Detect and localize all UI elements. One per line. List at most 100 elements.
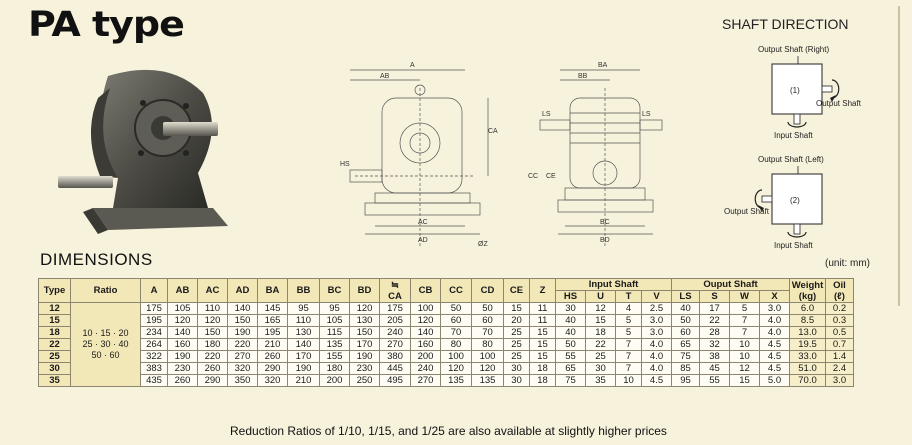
table-cell: 165 <box>257 314 288 327</box>
table-cell: 17 <box>699 302 730 315</box>
table-cell: 3.0 <box>825 374 854 387</box>
table-cell: 322 <box>140 350 168 363</box>
table-cell: 140 <box>227 302 258 315</box>
dim-ab: AB <box>380 73 390 80</box>
table-cell: 38 <box>699 350 730 363</box>
table-cell: 10 <box>615 374 642 387</box>
th-v: V <box>641 290 672 303</box>
cell-type: 22 <box>38 338 71 351</box>
table-cell: 12 <box>585 302 616 315</box>
table-cell: 230 <box>349 362 380 375</box>
table-cell: 25 <box>503 326 530 339</box>
dim-ad: AD <box>418 237 428 244</box>
table-cell: 70 <box>440 326 472 339</box>
table-cell: 320 <box>257 374 288 387</box>
cell-type: 18 <box>38 326 71 339</box>
th-a: A <box>140 278 168 303</box>
table-cell: 270 <box>227 350 258 363</box>
table-cell: 22 <box>585 338 616 351</box>
th-bc: BC <box>319 278 350 303</box>
dim-hs: HS <box>340 161 350 168</box>
table-cell: 5 <box>729 302 760 315</box>
table-cell: 65 <box>555 362 586 375</box>
table-cell: 28 <box>699 326 730 339</box>
table-cell: 260 <box>257 350 288 363</box>
table-cell: 7 <box>615 338 642 351</box>
dim-ce: CE <box>546 173 556 180</box>
dim-ca: CA <box>488 128 498 135</box>
table-cell: 120 <box>471 362 504 375</box>
table-cell: 210 <box>287 374 320 387</box>
table-cell: 3.0 <box>759 302 790 315</box>
table-cell: 4.0 <box>759 326 790 339</box>
table-cell: 145 <box>257 302 288 315</box>
table-cell: 55 <box>555 350 586 363</box>
th-ratio: Ratio <box>70 278 141 303</box>
table-cell: 30 <box>503 374 530 387</box>
th-x: X <box>759 290 790 303</box>
dimensions-title: DIMENSIONS <box>40 250 153 269</box>
table-cell: 80 <box>440 338 472 351</box>
ca-label: CA <box>388 290 402 302</box>
table-cell: 4.0 <box>641 338 672 351</box>
table-cell: 120 <box>349 302 380 315</box>
th-ac: AC <box>197 278 228 303</box>
dim-ac: AC <box>418 219 428 226</box>
table-cell: 270 <box>410 374 441 387</box>
table-cell: 150 <box>227 314 258 327</box>
table-cell: 25 <box>503 338 530 351</box>
th-cd: CD <box>471 278 504 303</box>
side-dimension-drawing: BA BB LS LS CC CE BC BD <box>528 62 663 248</box>
ratio-line: 50 · 60 <box>91 350 120 360</box>
table-cell: 150 <box>197 326 228 339</box>
table-cell: 7 <box>729 326 760 339</box>
table-cell: 80 <box>471 338 504 351</box>
input-left-label: Input Shaft <box>774 241 813 250</box>
table-cell: 100 <box>410 302 441 315</box>
table-cell: 19.5 <box>789 338 826 351</box>
table-cell: 11 <box>529 314 556 327</box>
table-cell: 15 <box>585 314 616 327</box>
table-cell: 320 <box>227 362 258 375</box>
table-cell: 383 <box>140 362 168 375</box>
table-cell: 4 <box>615 302 642 315</box>
table-cell: 95 <box>671 374 700 387</box>
table-cell: 5.0 <box>759 374 790 387</box>
table-cell: 30 <box>503 362 530 375</box>
th-cc: CC <box>440 278 472 303</box>
table-cell: 0.2 <box>825 302 854 315</box>
table-cell: 190 <box>167 350 198 363</box>
output-left-label: Output Shaft (Left) <box>758 155 824 164</box>
table-cell: 45 <box>699 362 730 375</box>
table-cell: 4.0 <box>641 350 672 363</box>
table-cell: 190 <box>349 350 380 363</box>
table-cell: 195 <box>140 314 168 327</box>
th-ad: AD <box>227 278 258 303</box>
th-s: S <box>699 290 730 303</box>
table-cell: 120 <box>440 362 472 375</box>
output-left-side-label: Output Shaft <box>724 207 770 216</box>
table-cell: 205 <box>379 314 411 327</box>
table-cell: 7 <box>615 362 642 375</box>
table-cell: 50 <box>440 302 472 315</box>
dim-bb: BB <box>578 73 588 80</box>
table-cell: 5 <box>615 314 642 327</box>
table-cell: 33.0 <box>789 350 826 363</box>
table-cell: 290 <box>257 362 288 375</box>
table-cell: 115 <box>319 326 350 339</box>
table-cell: 200 <box>410 350 441 363</box>
table-cell: 0.7 <box>825 338 854 351</box>
table-cell: 150 <box>349 326 380 339</box>
table-cell: 75 <box>555 374 586 387</box>
table-cell: 210 <box>257 338 288 351</box>
th-output-shaft: Ouput Shaft <box>671 278 790 291</box>
table-cell: 5 <box>615 326 642 339</box>
table-cell: 0.3 <box>825 314 854 327</box>
table-cell: 11 <box>529 302 556 315</box>
table-cell: 105 <box>319 314 350 327</box>
ratio-line: 10 · 15 · 20 <box>82 328 129 338</box>
table-cell: 50 <box>555 338 586 351</box>
table-cell: 264 <box>140 338 168 351</box>
